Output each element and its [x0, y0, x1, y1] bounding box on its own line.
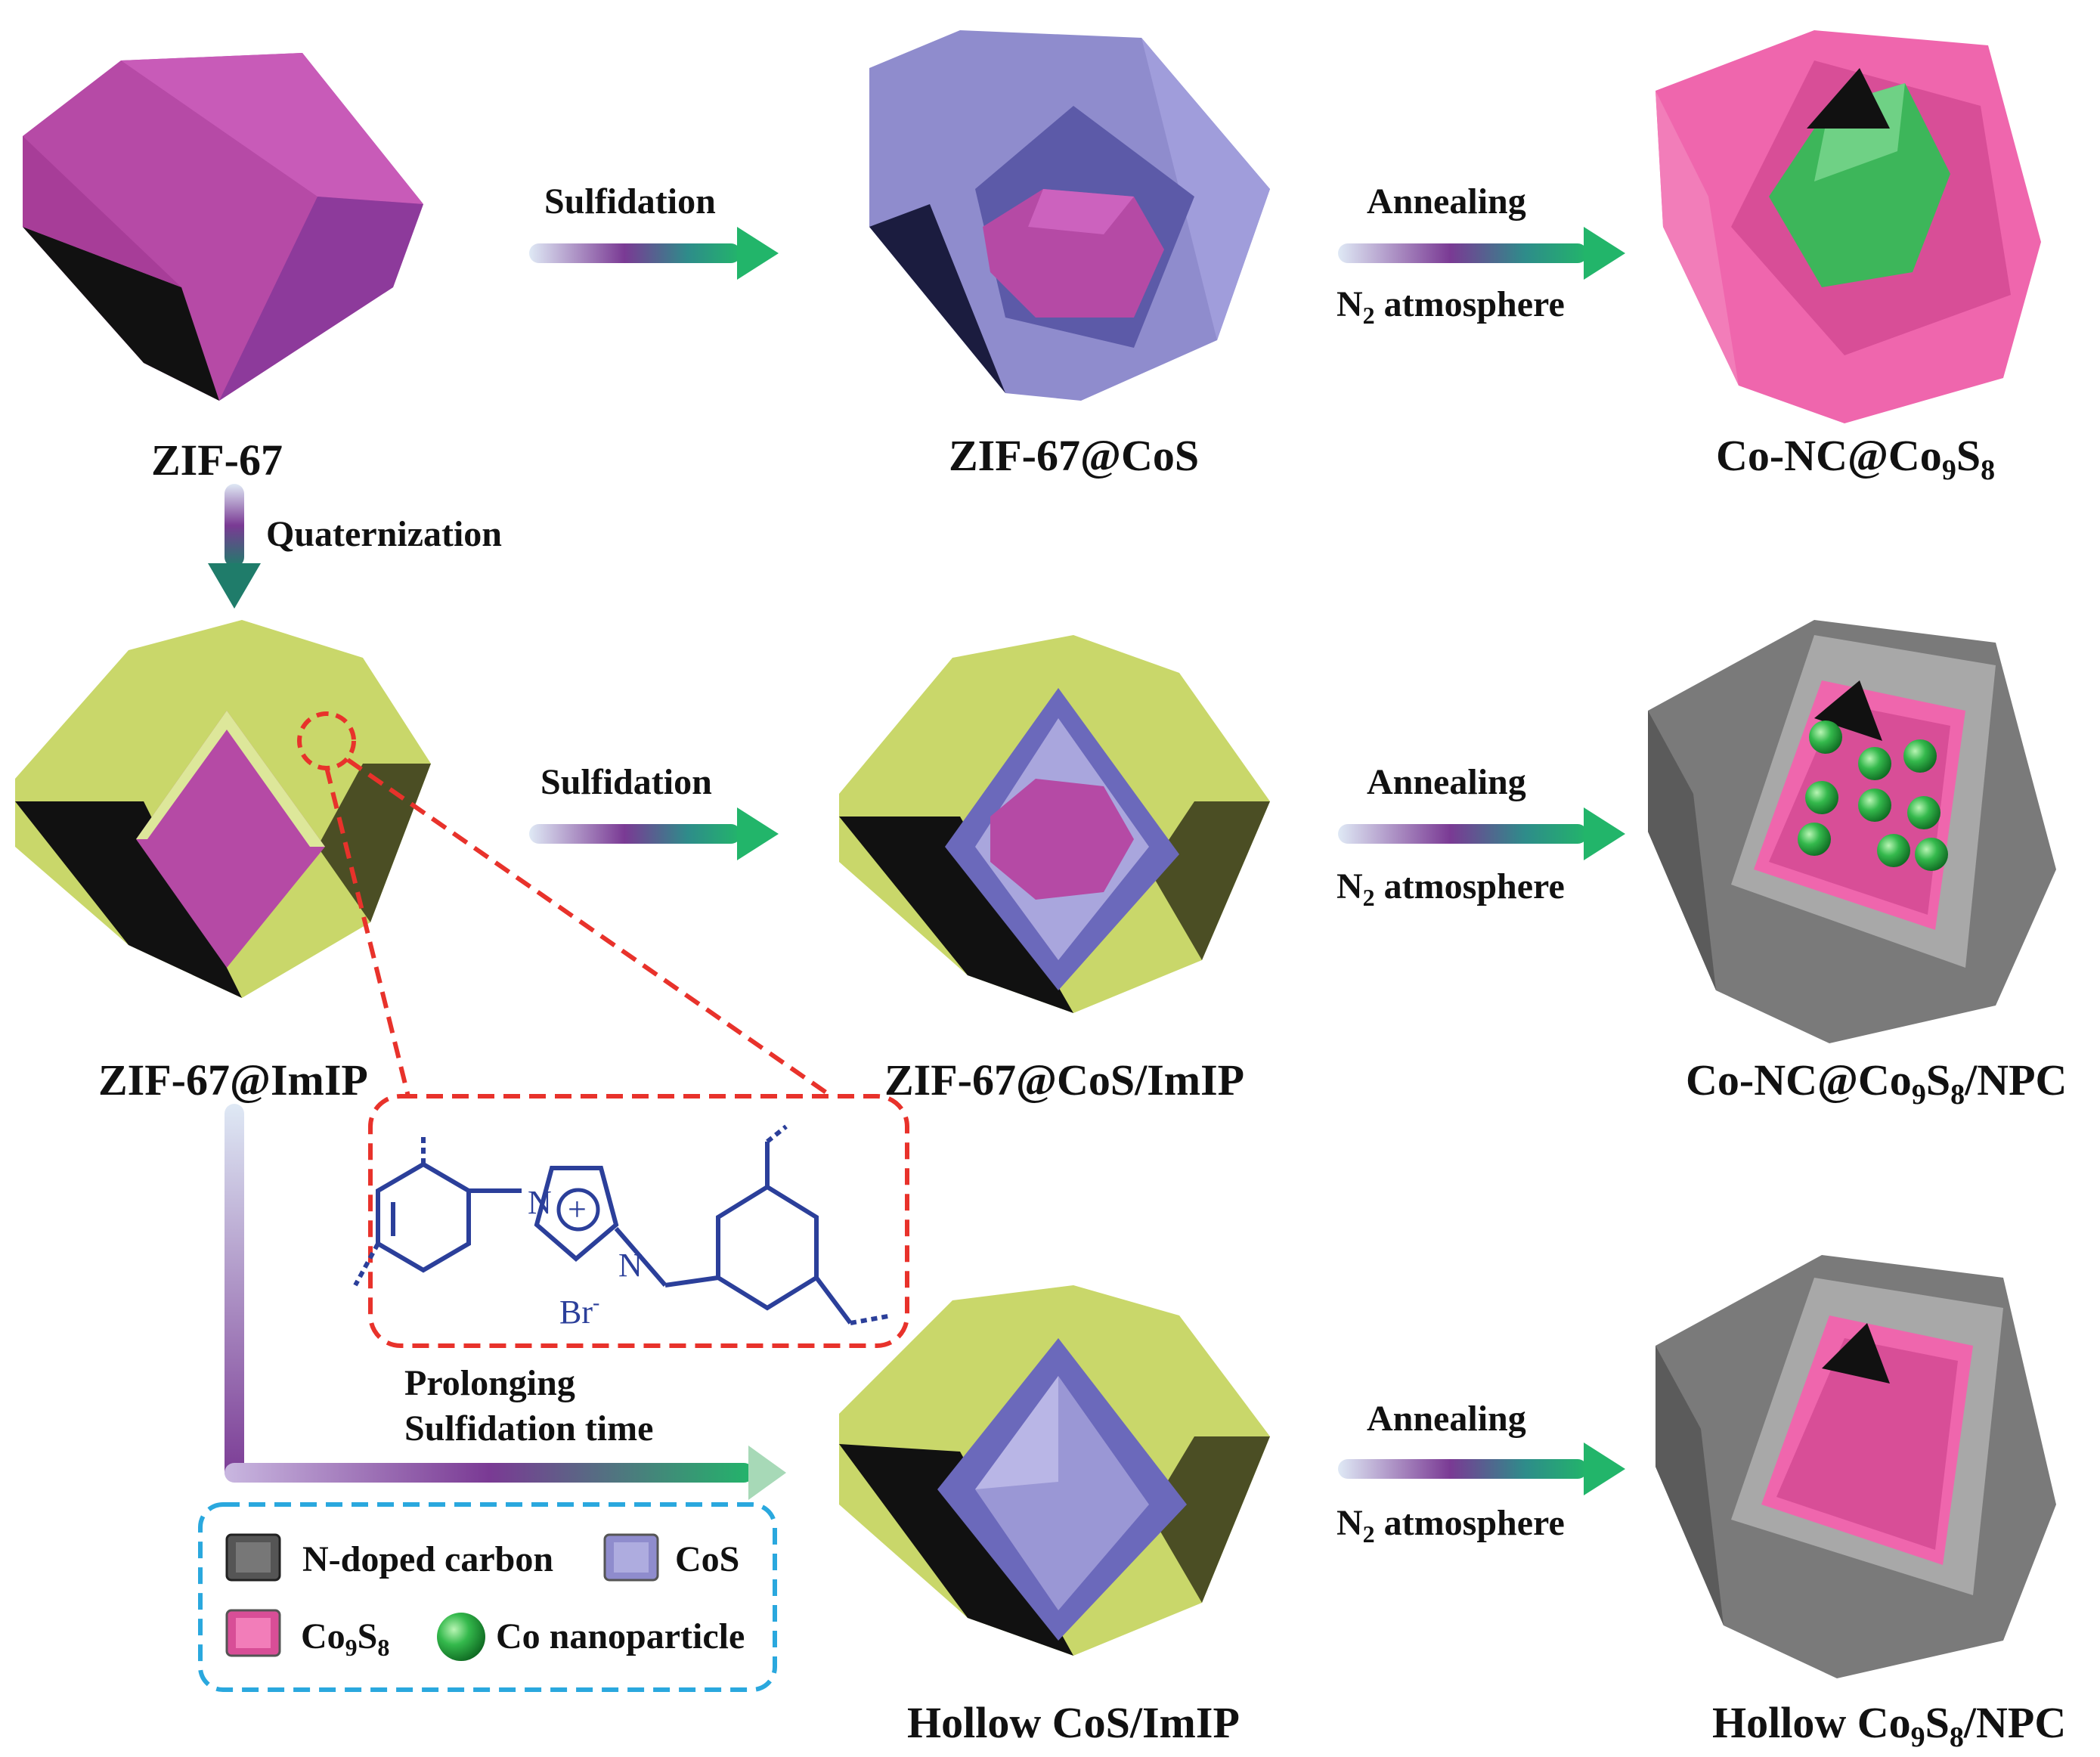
hollow-cos-imip-polyhedron: [839, 1285, 1270, 1656]
label-prolonging-1: Prolonging: [404, 1363, 575, 1403]
legend: [198, 1502, 777, 1692]
chem-n-right: N: [618, 1247, 643, 1284]
arrow-annealing-2: [1338, 807, 1625, 860]
co-nc-co9s8-npc-polyhedron: [1648, 620, 2056, 1043]
label-zif67-imip: ZIF-67@ImIP: [98, 1055, 368, 1105]
zif67-cos-imip-polyhedron: [839, 635, 1270, 1013]
arrow-annealing-3: [1338, 1442, 1625, 1495]
arrow-sulfidation-1: [529, 227, 779, 280]
label-zif67: ZIF-67: [151, 435, 283, 485]
zif67-cos-polyhedron: [869, 30, 1270, 401]
label-co-nc-co9s8-npc: Co-NC@Co9S8/NPC: [1686, 1055, 2067, 1111]
chem-plus: +: [568, 1191, 587, 1228]
arrow-sulfidation-2: [529, 807, 779, 860]
label-prolonging-2: Sulfidation time: [404, 1408, 653, 1449]
legend-label-co-nanoparticle: Co nanoparticle: [496, 1616, 745, 1656]
label-hollow-co9s8-npc: Hollow Co9S8/NPC: [1712, 1698, 2066, 1753]
chem-n-left: N: [528, 1184, 552, 1221]
chem-counter-ion: Br-: [559, 1291, 599, 1331]
arrow-prolonging-sulfidation: [225, 1104, 786, 1500]
arrow-quaternization: [208, 484, 261, 609]
hollow-co9s8-npc-polyhedron: [1656, 1255, 2056, 1678]
label-n2-atmosphere-2: N2 atmosphere: [1337, 866, 1565, 911]
co-nanoparticles: [1798, 720, 1948, 871]
label-sulfidation-1: Sulfidation: [544, 181, 716, 222]
label-sulfidation-2: Sulfidation: [540, 762, 712, 802]
inset-zoom-callout: [297, 711, 909, 1348]
label-co-nc-co9s8: Co-NC@Co9S8: [1716, 431, 1995, 486]
legend-label-co9s8: Co9S8: [301, 1616, 389, 1661]
label-n2-atmosphere-3: N2 atmosphere: [1337, 1503, 1565, 1548]
arrow-annealing-1: [1338, 227, 1625, 280]
label-annealing-2: Annealing: [1367, 762, 1526, 802]
label-annealing-1: Annealing: [1367, 181, 1526, 222]
label-n2-atmosphere-1: N2 atmosphere: [1337, 284, 1565, 329]
label-quaternization: Quaternization: [266, 514, 502, 554]
label-hollow-cos-imip: Hollow CoS/ImIP: [907, 1698, 1240, 1747]
label-zif67-cos-imip: ZIF-67@CoS/ImIP: [884, 1055, 1244, 1105]
zif67-imip-polyhedron: [15, 620, 431, 998]
chem-plus-circle: [556, 1188, 600, 1232]
label-annealing-3: Annealing: [1367, 1399, 1526, 1439]
label-zif67-cos: ZIF-67@CoS: [949, 431, 1199, 480]
legend-swatch-co-nanoparticle: [437, 1613, 485, 1661]
co-nc-co9s8-polyhedron: [1656, 30, 2041, 423]
zif67-polyhedron: [23, 53, 423, 401]
legend-label-n-doped-carbon: N-doped carbon: [302, 1539, 553, 1579]
legend-label-cos: CoS: [675, 1539, 739, 1579]
imidazolium-structure: [353, 1124, 893, 1325]
